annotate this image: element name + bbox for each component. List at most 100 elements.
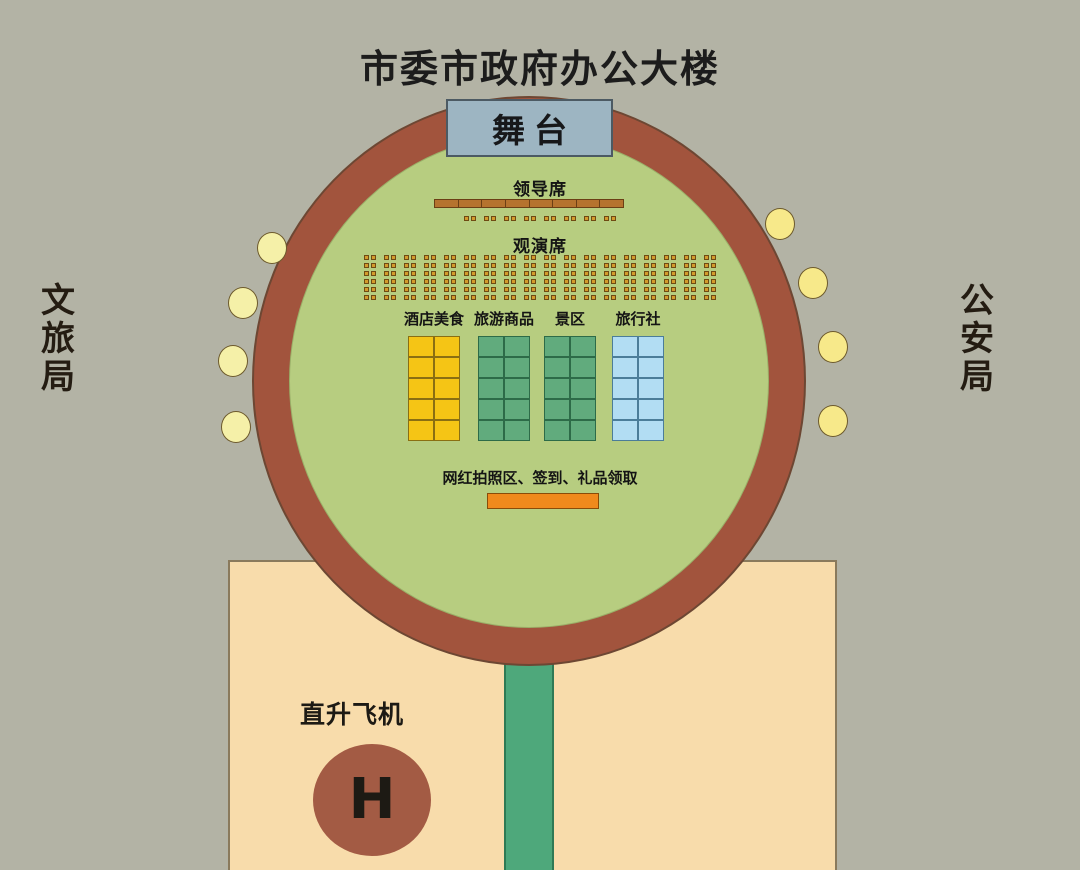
seat-pair (663, 263, 677, 268)
booth-cell[interactable] (504, 420, 530, 441)
seat (624, 279, 629, 284)
seat (564, 271, 569, 276)
seat (371, 279, 376, 284)
booth-cell[interactable] (478, 378, 504, 399)
booth-cell[interactable] (434, 336, 460, 357)
booth-cell[interactable] (612, 399, 638, 420)
booth-cell[interactable] (504, 378, 530, 399)
seat (524, 263, 529, 268)
seat-pair (383, 263, 397, 268)
booth-cell[interactable] (612, 378, 638, 399)
booth-cell[interactable] (478, 420, 504, 441)
booth-cell[interactable] (434, 399, 460, 420)
booth-cell[interactable] (638, 336, 664, 357)
seat (564, 287, 569, 292)
seat (591, 271, 596, 276)
seat (584, 287, 589, 292)
booth-cell[interactable] (570, 357, 596, 378)
seat-pair (643, 279, 657, 284)
booth-cell[interactable] (504, 399, 530, 420)
seat (491, 255, 496, 260)
booth-cell[interactable] (544, 399, 570, 420)
seat (631, 271, 636, 276)
seat (384, 255, 389, 260)
side-label-left-char-1: 文 (41, 281, 77, 321)
seat (584, 279, 589, 284)
booth-cell[interactable] (408, 378, 434, 399)
seat (484, 263, 489, 268)
booth-cell[interactable] (638, 357, 664, 378)
seat-pair (363, 279, 377, 284)
booth-cell[interactable] (544, 420, 570, 441)
seat (391, 271, 396, 276)
seat (524, 271, 529, 276)
seat (611, 295, 616, 300)
booth-cell[interactable] (478, 399, 504, 420)
seat-pair (623, 263, 637, 268)
booth-group-2[interactable]: 旅游商品 (474, 308, 534, 441)
booth-cell[interactable] (638, 399, 664, 420)
booth-cell[interactable] (638, 378, 664, 399)
booth-cell[interactable] (570, 399, 596, 420)
perimeter-post-right-3 (818, 331, 848, 363)
booth-cell[interactable] (408, 357, 434, 378)
booth-cell[interactable] (504, 357, 530, 378)
seat-pair (543, 216, 557, 221)
seat (591, 255, 596, 260)
booth-cell[interactable] (408, 420, 434, 441)
booth-cell[interactable] (570, 336, 596, 357)
seat (584, 263, 589, 268)
booth-cell[interactable] (478, 357, 504, 378)
seat (704, 295, 709, 300)
seat (531, 287, 536, 292)
seat (691, 271, 696, 276)
seat-pair (363, 287, 377, 292)
seat (431, 255, 436, 260)
seat (511, 216, 516, 221)
seat-pair (463, 279, 477, 284)
booth-group-4[interactable]: 旅行社 (612, 308, 664, 441)
seat (444, 295, 449, 300)
seat (444, 271, 449, 276)
side-label-left-char-2: 旅 (41, 319, 77, 360)
seat (571, 271, 576, 276)
seat-pair (483, 287, 497, 292)
booth-cell[interactable] (478, 336, 504, 357)
seat (364, 263, 369, 268)
seat-pair (643, 255, 657, 260)
seat (391, 295, 396, 300)
seat (404, 271, 409, 276)
booth-cell[interactable] (434, 420, 460, 441)
booth-cell[interactable] (570, 420, 596, 441)
booth-cell[interactable] (612, 336, 638, 357)
booth-group-3[interactable]: 景区 (544, 308, 596, 441)
booth-cell[interactable] (612, 357, 638, 378)
seat-pair (583, 295, 597, 300)
booth-cell[interactable] (408, 336, 434, 357)
booth-cell[interactable] (544, 378, 570, 399)
seat (444, 287, 449, 292)
booth-cell[interactable] (434, 378, 460, 399)
seat (691, 295, 696, 300)
seat (571, 216, 576, 221)
booth-cell[interactable] (544, 336, 570, 357)
seat (664, 295, 669, 300)
booth-cell[interactable] (544, 357, 570, 378)
booth-cell[interactable] (612, 420, 638, 441)
booth-cell[interactable] (434, 357, 460, 378)
stage-box[interactable]: 舞台 (446, 99, 613, 157)
seat-pair (563, 216, 577, 221)
seat (511, 287, 516, 292)
audience-seat-grid (0, 255, 1080, 303)
seat (551, 279, 556, 284)
seat (591, 263, 596, 268)
booth-cell[interactable] (408, 399, 434, 420)
booth-cell[interactable] (638, 420, 664, 441)
booth-cell[interactable] (570, 378, 596, 399)
booth-group-1[interactable]: 酒店美食 (404, 308, 464, 441)
seat-pair (443, 279, 457, 284)
booth-group-label: 旅行社 (615, 310, 661, 328)
seat (624, 295, 629, 300)
helipad-label: 直升飞机 (300, 700, 405, 729)
booth-cell[interactable] (504, 336, 530, 357)
